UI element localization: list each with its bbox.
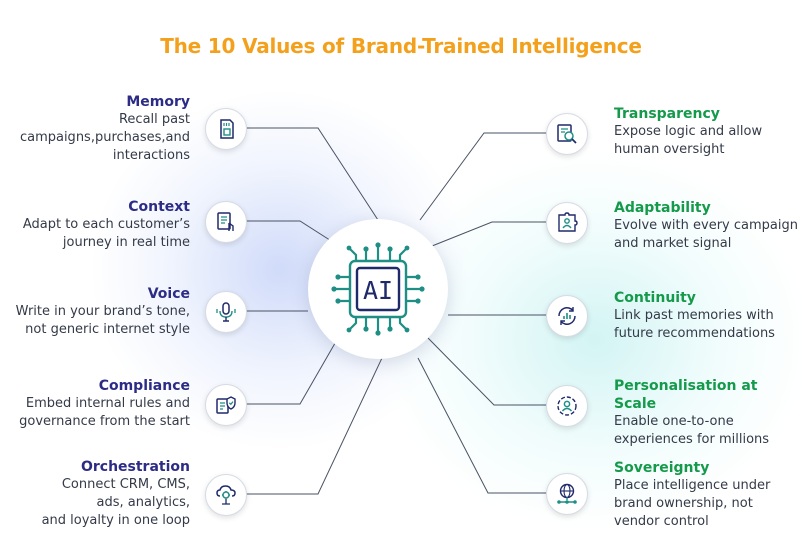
adaptability-icon-circle (546, 202, 588, 244)
connector-transparency (419, 132, 546, 221)
value-heading: Orchestration (80, 459, 190, 475)
value-heading: Context (128, 199, 190, 215)
value-personalisation: Personalisation at Scale Enable one-to-o… (614, 377, 802, 449)
value-line: Enable one-to-one (614, 414, 734, 429)
document-touch-icon (217, 212, 234, 231)
value-line: Connect CRM, CMS, (61, 477, 190, 492)
value-memory: Memory Recall past campaigns,purchases,a… (20, 93, 190, 165)
value-context: Context Adapt to each customer’s journey… (23, 198, 190, 252)
value-heading: Adaptability (614, 200, 711, 216)
value-heading: Compliance (98, 378, 190, 394)
value-compliance: Compliance Embed internal rules and gove… (19, 377, 190, 431)
value-orchestration: Orchestration Connect CRM, CMS, ads, ana… (42, 458, 190, 530)
value-line: campaigns,purchases,and (19, 130, 190, 145)
value-line: governance from the start (19, 414, 190, 429)
ai-hub: AI (308, 219, 448, 359)
value-line: Evolve with every campaign (614, 218, 798, 233)
connector-memory (246, 127, 379, 221)
connector-personalisation (427, 337, 546, 406)
transparency-icon-circle (546, 113, 588, 155)
value-continuity: Continuity Link past memories with futur… (614, 289, 775, 343)
page-title: The 10 Values of Brand-Trained Intellige… (160, 34, 642, 58)
connector-orchestration (246, 357, 383, 495)
cloud-gear-icon (216, 485, 236, 505)
value-heading: Transparency (614, 106, 720, 122)
value-adaptability: Adaptability Evolve with every campaign … (614, 199, 798, 253)
sovereignty-icon-circle (546, 473, 588, 515)
microphone-icon (216, 302, 236, 322)
ai-label: AI (363, 276, 393, 305)
voice-icon-circle (205, 291, 247, 333)
value-line: and market signal (614, 236, 732, 251)
value-line: vendor control (614, 514, 709, 529)
value-line: future recommendations (614, 326, 775, 341)
value-heading: Personalisation at Scale (614, 378, 758, 412)
connector-context (246, 220, 337, 245)
value-heading: Memory (126, 94, 190, 110)
value-line: Adapt to each customer’s (22, 217, 190, 232)
value-sovereignty: Sovereignty Place intelligence under bra… (614, 459, 770, 531)
value-line: experiences for millions (614, 432, 770, 447)
value-heading: Sovereignty (614, 460, 710, 476)
value-line: journey in real time (62, 235, 190, 250)
value-line: interactions (112, 148, 190, 163)
value-line: human oversight (614, 142, 725, 157)
value-line: not generic internet style (25, 322, 190, 337)
compliance-icon-circle (205, 384, 247, 426)
continuity-icon-circle (546, 295, 588, 337)
globe-network-icon (557, 483, 577, 504)
value-line: Link past memories with (614, 308, 774, 323)
orchestration-icon-circle (205, 474, 247, 516)
value-voice: Voice Write in your brand’s tone, not ge… (16, 285, 190, 339)
connector-sovereignty (417, 357, 546, 494)
value-line: Embed internal rules and (25, 396, 190, 411)
puzzle-people-icon (558, 212, 578, 232)
compliance-shield-icon (216, 396, 236, 414)
value-line: ads, analytics, (96, 495, 191, 510)
value-transparency: Transparency Expose logic and allow huma… (614, 105, 762, 159)
value-heading: Voice (147, 286, 190, 302)
personalisation-icon-circle (546, 385, 588, 427)
sd-card-icon (220, 119, 234, 139)
value-line: brand ownership, not (614, 496, 753, 511)
ai-chip-icon: AI (331, 242, 425, 336)
value-line: Place intelligence under (614, 478, 771, 493)
memory-icon-circle (205, 108, 247, 150)
value-heading: Continuity (614, 290, 696, 306)
magnifier-document-icon (557, 124, 577, 144)
connector-compliance (246, 337, 339, 405)
value-line: Recall past (118, 112, 190, 127)
person-circle-icon (557, 396, 577, 416)
value-line: Expose logic and allow (614, 124, 763, 139)
value-line: and loyalty in one loop (41, 513, 190, 528)
connector-adaptability (431, 221, 546, 247)
value-line: Write in your brand’s tone, (15, 304, 190, 319)
context-icon-circle (205, 201, 247, 243)
cycle-chart-icon (558, 307, 576, 325)
